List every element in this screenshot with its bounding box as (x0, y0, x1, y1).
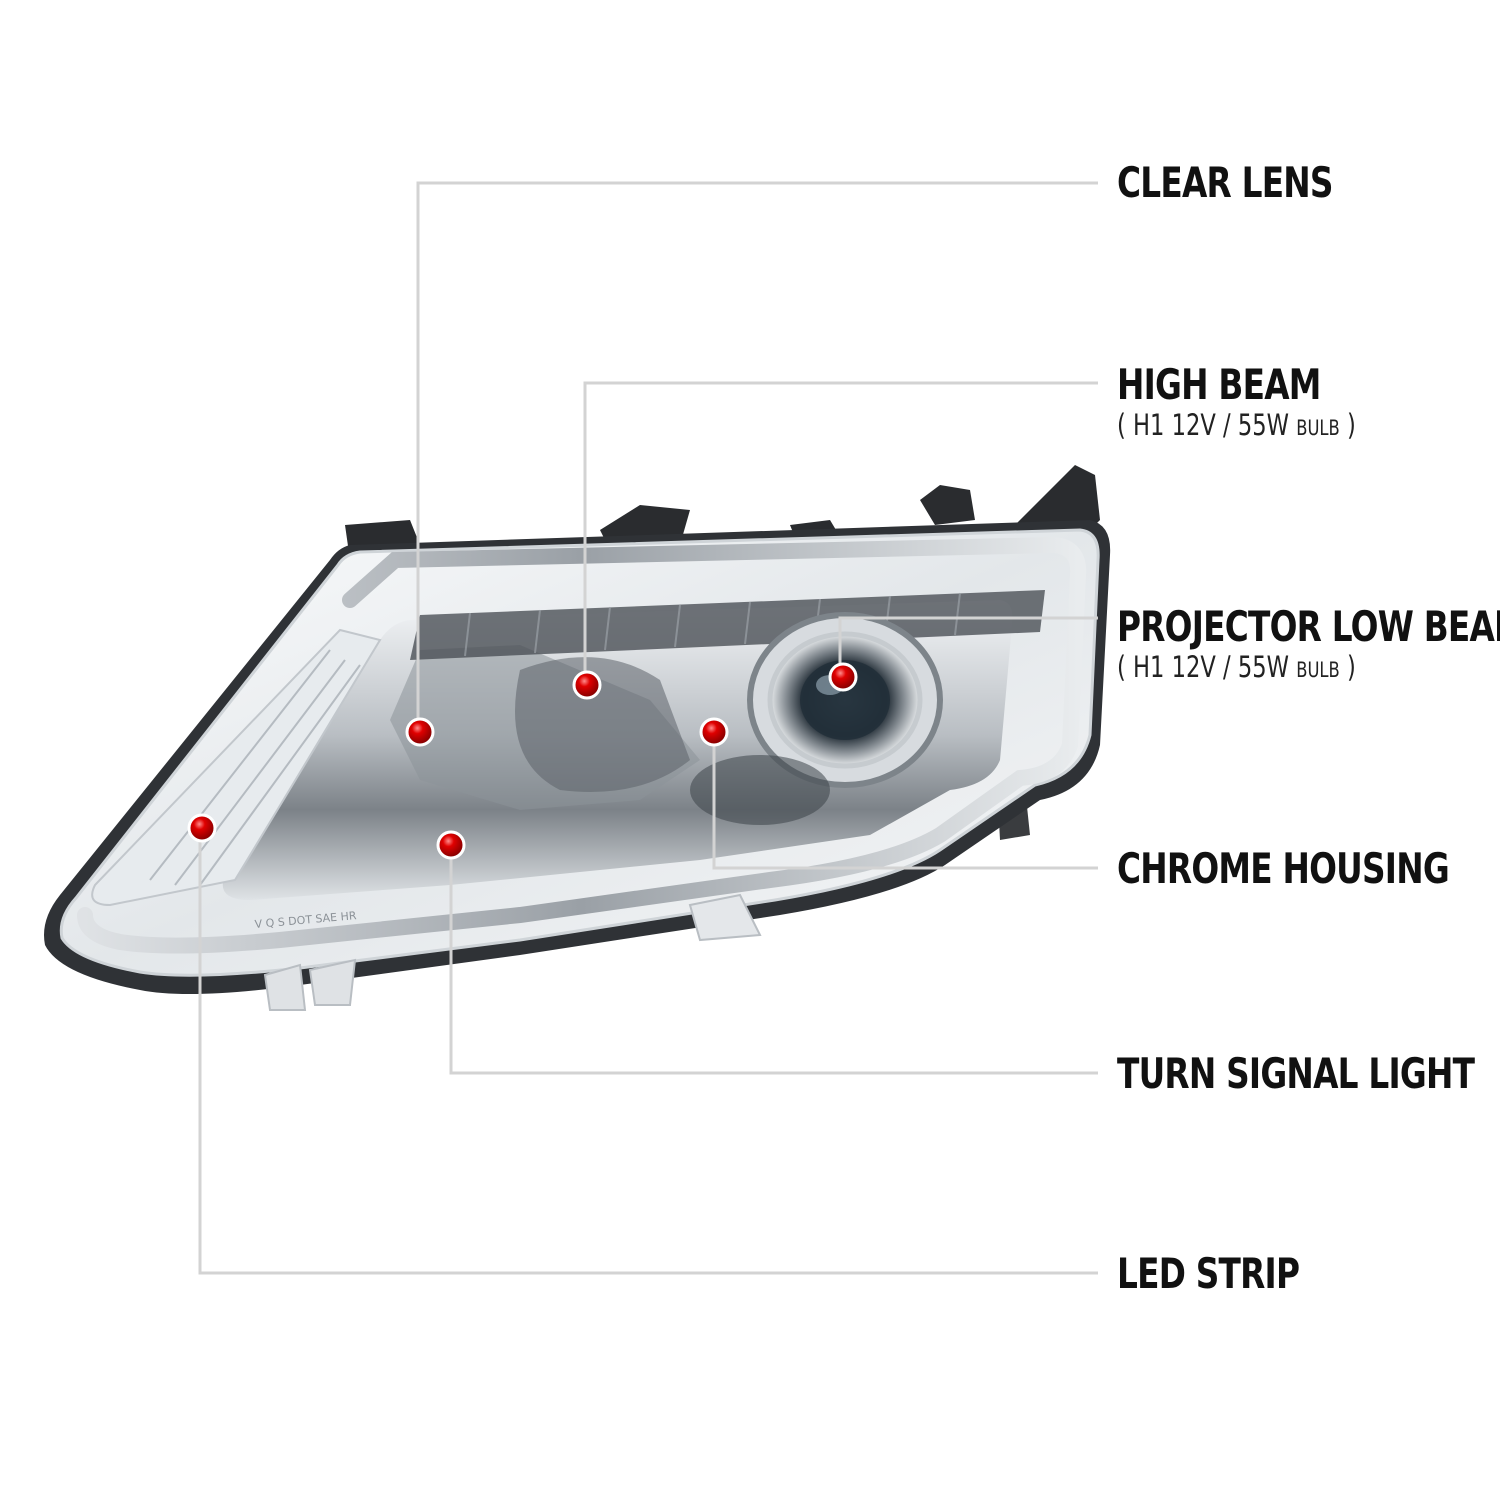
headlight-assembly: V Q S DOT SAE HR (44, 465, 1111, 1011)
marker-chrome-housing (699, 717, 729, 747)
callout-title: CHROME HOUSING (1117, 844, 1450, 893)
callout-projector-low-beam: PROJECTOR LOW BEAM ( H1 12V / 55W BULB ) (1117, 604, 1500, 687)
bottom-tab-middle (308, 958, 357, 1006)
bottom-tab-left (263, 963, 307, 1011)
high-beam-bowl (515, 657, 690, 792)
leader-line-clear-lens (416, 181, 1098, 732)
callout-subtitle: ( H1 12V / 55W BULB ) (1117, 650, 1500, 687)
mounting-tab-top-3 (920, 485, 975, 525)
callout-clear-lens: CLEAR LENS (1117, 158, 1334, 207)
callout-subtitle: ( H1 12V / 55W BULB ) (1117, 408, 1356, 445)
subtitle-unit: BULB (1296, 658, 1340, 682)
subtitle-spec: ( H1 12V / 55W (1117, 650, 1297, 684)
callout-title: CLEAR LENS (1117, 158, 1334, 207)
callout-title: PROJECTOR LOW BEAM (1117, 602, 1500, 651)
marker-turn-signal-light (436, 830, 466, 860)
corner-prism-lines (149, 649, 361, 886)
callout-led-strip: LED STRIP (1117, 1249, 1300, 1298)
callout-high-beam: HIGH BEAM ( H1 12V / 55W BULB ) (1117, 362, 1356, 445)
leader-line-chrome-housing (712, 732, 1098, 870)
subtitle-close: ) (1339, 408, 1356, 442)
callout-chrome-housing: CHROME HOUSING (1117, 844, 1450, 893)
leader-line-high-beam (583, 381, 1098, 685)
leader-line-turn-signal-light (449, 845, 1098, 1075)
callout-title: TURN SIGNAL LIGHT (1117, 1049, 1475, 1098)
callout-title: HIGH BEAM (1117, 360, 1321, 409)
leader-lines (198, 181, 1098, 1275)
corner-turn-signal-section (91, 628, 382, 907)
top-reflector-strip (410, 590, 1045, 660)
subtitle-close: ) (1339, 650, 1356, 684)
marker-clear-lens (405, 717, 435, 747)
callout-turn-signal-light: TURN SIGNAL LIGHT (1117, 1049, 1475, 1098)
marker-projector-low-beam (828, 662, 858, 692)
callout-markers (187, 662, 858, 860)
subtitle-spec: ( H1 12V / 55W (1117, 408, 1297, 442)
marker-high-beam (572, 670, 602, 700)
leader-line-led-strip (198, 828, 1098, 1275)
marker-led-strip (187, 813, 217, 843)
bottom-tab-right (688, 893, 762, 942)
chrome-housing-bowl (690, 755, 830, 825)
callout-title: LED STRIP (1117, 1249, 1300, 1298)
subtitle-unit: BULB (1296, 416, 1340, 440)
leader-line-projector-low-beam (838, 616, 1098, 675)
led-strip-tube (77, 536, 1087, 954)
